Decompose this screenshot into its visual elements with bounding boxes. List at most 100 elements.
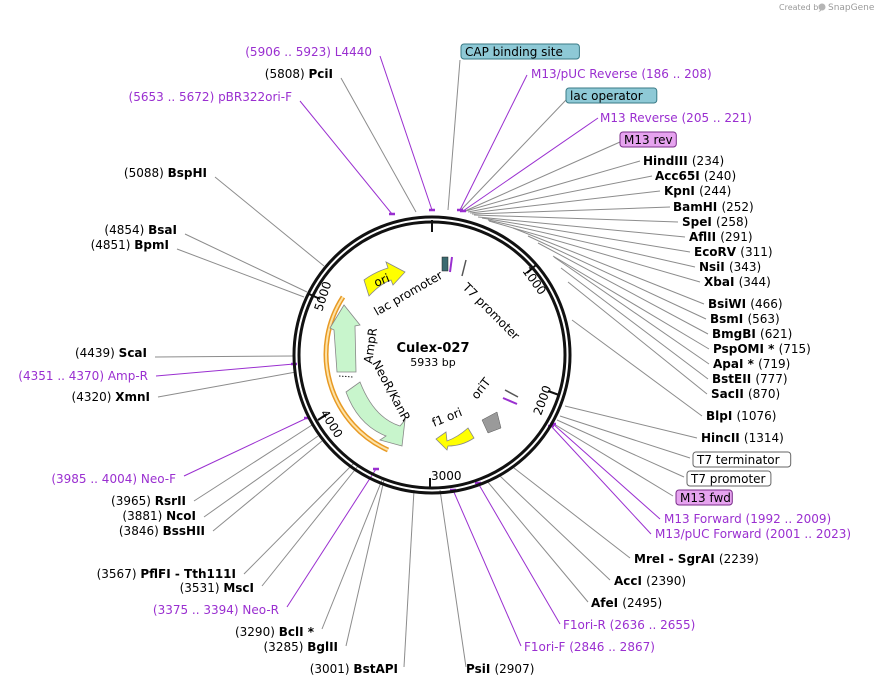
leader-m13-fwd	[553, 423, 674, 497]
site-acc65i: Acc65I (240)	[655, 169, 736, 183]
primer-leader-lines	[155, 55, 661, 647]
tick-4000-mark	[317, 413, 328, 421]
t7-terminator-box	[692, 451, 792, 468]
site-kpni: KpnI (244)	[664, 184, 731, 198]
site-xbai: XbaI (344)	[704, 275, 771, 289]
tick-1000: 1000	[520, 265, 549, 298]
t7-terminator-label: T7 terminator	[696, 453, 780, 467]
site-pcii: (5808) PciI	[265, 67, 333, 81]
site-hindiii: HindIII (234)	[643, 154, 724, 168]
site-ecorv: EcoRV (311)	[694, 245, 773, 259]
leader-bglii	[345, 479, 385, 647]
primer-m13-reverse: M13 Reverse (205 .. 221)	[600, 111, 752, 125]
ampr-dots	[338, 375, 354, 378]
leader-blpi	[571, 319, 703, 417]
leader-pbr322ori-f	[299, 100, 393, 215]
leader-pflfi-tth111i	[243, 462, 355, 575]
leader-pspomi	[552, 255, 710, 350]
site-bsshii: (3846) BssHII	[119, 524, 205, 538]
site-pspomi: PspOMI * (715)	[713, 342, 811, 356]
leader-bsmi	[527, 235, 707, 320]
leader-amp-r	[155, 363, 295, 377]
ampr-arrow	[329, 304, 361, 373]
site-msci: (3531) MscI	[180, 581, 254, 595]
leader-sacii	[567, 281, 708, 395]
ampr-label: AmpR	[361, 327, 380, 364]
m13-fwd-box	[675, 489, 733, 506]
leader-hindiii	[465, 160, 641, 212]
leader-m13-puc-forward	[550, 425, 652, 535]
site-spei: SpeI (258)	[682, 215, 748, 229]
m13-rev-box	[619, 131, 677, 148]
oriT-marker	[504, 389, 519, 398]
m13fwd-marker	[502, 397, 518, 405]
f1-ori-label: f1 ori	[430, 405, 464, 430]
leader-xbai	[488, 220, 701, 283]
t7-promoter-label: T7 promoter	[690, 472, 766, 486]
site-bstapi: (3001) BstAPI	[310, 662, 398, 676]
leader-ncoi	[203, 435, 319, 518]
site-bpmi: (4851) BpmI	[91, 238, 169, 252]
leader-bsteii	[560, 267, 709, 380]
leader-bstapi	[403, 489, 415, 668]
leader-hincii	[564, 405, 698, 439]
leader-rsrii	[193, 424, 313, 502]
leader-m13-rev	[464, 141, 621, 212]
site-bsmi: BsmI (563)	[710, 312, 780, 326]
site-bglii: (3285) BglII	[264, 640, 339, 654]
credit-brand: SnapGene	[828, 3, 875, 13]
outer-labels: (5906 .. 5923) L4440(5808) PciI(5653 .. …	[18, 43, 851, 676]
site-bsai: (4854) BsaI	[104, 223, 177, 237]
site-acci: AccI (2390)	[614, 574, 686, 588]
leader-f1ori-r	[477, 482, 561, 625]
leader-bsiwi	[512, 227, 705, 305]
cap-binding-site-label: CAP binding site	[465, 45, 563, 59]
leader-l4440	[379, 55, 433, 211]
plasmid-name: Culex-027	[397, 341, 470, 356]
lac-operator-box	[565, 87, 658, 104]
t7-marker	[461, 259, 467, 277]
leader-psii	[439, 489, 467, 668]
credit-created-by: Created by	[779, 3, 823, 12]
plasmid-size: 5933 bp	[410, 356, 455, 369]
ampr-orange-band-inner	[325, 296, 389, 451]
leader-m13-reverse	[462, 117, 599, 212]
leader-bmgbi	[537, 242, 709, 335]
tick-3000: 3000	[431, 469, 462, 483]
oriT-label: oriT	[468, 375, 494, 402]
site-aflii: AflII (291)	[689, 230, 753, 244]
primer-m13-puc-forward: M13/pUC Forward (2001 .. 2023)	[655, 527, 851, 541]
site-rsrii: (3965) RsrII	[111, 494, 186, 508]
leader-afei	[486, 480, 589, 603]
site-bsiwi: BsiWI (466)	[708, 297, 783, 311]
leader-bsshii	[212, 440, 323, 532]
leader-m13-forward	[552, 423, 661, 520]
site-bcli: (3290) BclI *	[235, 625, 315, 639]
lac-operator-marker	[449, 256, 453, 273]
leader-bamhi	[471, 206, 671, 215]
leader-pcii	[340, 77, 417, 213]
leader-acci	[499, 475, 611, 581]
backbone-outer-ring	[292, 215, 572, 495]
tick-1000-mark	[526, 264, 537, 274]
site-nsii: NsiI (343)	[699, 260, 761, 274]
leader-neo-r	[286, 468, 377, 608]
tick-5000-mark	[308, 293, 321, 300]
leader-xmni	[157, 371, 297, 398]
primer-l4440: (5906 .. 5923) L4440	[245, 45, 372, 59]
primer-amp-r: (4351 .. 4370) Amp-R	[18, 369, 148, 383]
leader-bcli	[321, 479, 383, 630]
leader-t7-promoter	[556, 419, 685, 478]
site-psii: PsiI (2907)	[466, 662, 534, 676]
site-bsteii: BstEII (777)	[712, 372, 788, 386]
leader-aflii	[477, 216, 686, 238]
site-pflfi-tth111i: (3567) PflFI - Tth111I	[97, 567, 236, 581]
cap-binding-site-box	[460, 43, 580, 60]
primer-neo-r: (3375 .. 3394) Neo-R	[153, 603, 279, 617]
t7-promoter-box	[686, 470, 772, 487]
site-xmni: (4320) XmnI	[72, 390, 150, 404]
leader-msci	[261, 465, 359, 587]
primer-f1ori-r: F1ori-R (2636 .. 2655)	[563, 618, 695, 632]
neor-kanr-arrow	[345, 381, 406, 447]
